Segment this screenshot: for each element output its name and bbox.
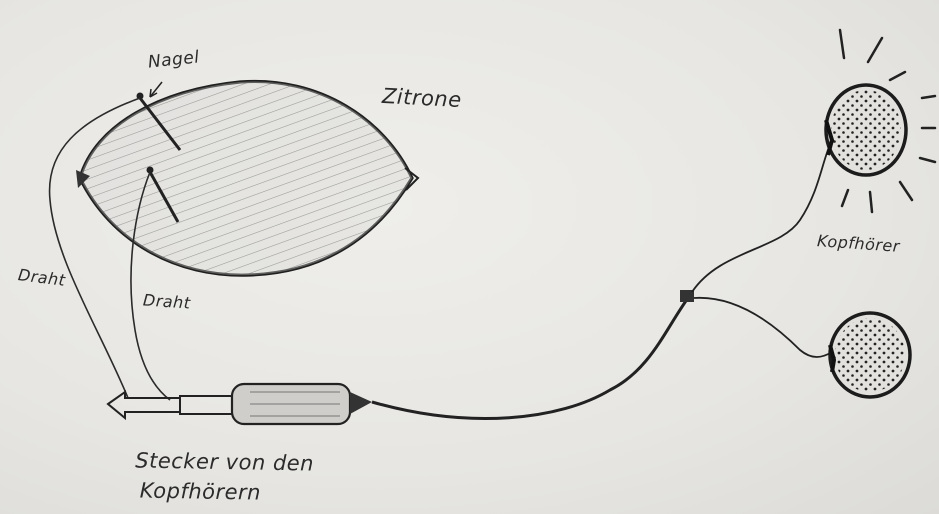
label-stecker: Stecker von den Kopfhörern (134, 445, 314, 508)
label-stecker-line1: Stecker von den (135, 445, 314, 478)
nagel-arrow (150, 82, 162, 97)
label-draht-right: Draht (142, 290, 191, 312)
cable-lower (694, 298, 832, 357)
cable-upper (692, 140, 832, 292)
label-stecker-line2: Kopfhörern (134, 475, 313, 508)
headphone-cable (372, 298, 688, 419)
earphone-lower (830, 313, 910, 397)
headphone-plug (108, 384, 372, 424)
earphone-upper (826, 85, 906, 175)
label-zitrone: Zitrone (381, 84, 462, 112)
lemon (76, 81, 418, 275)
